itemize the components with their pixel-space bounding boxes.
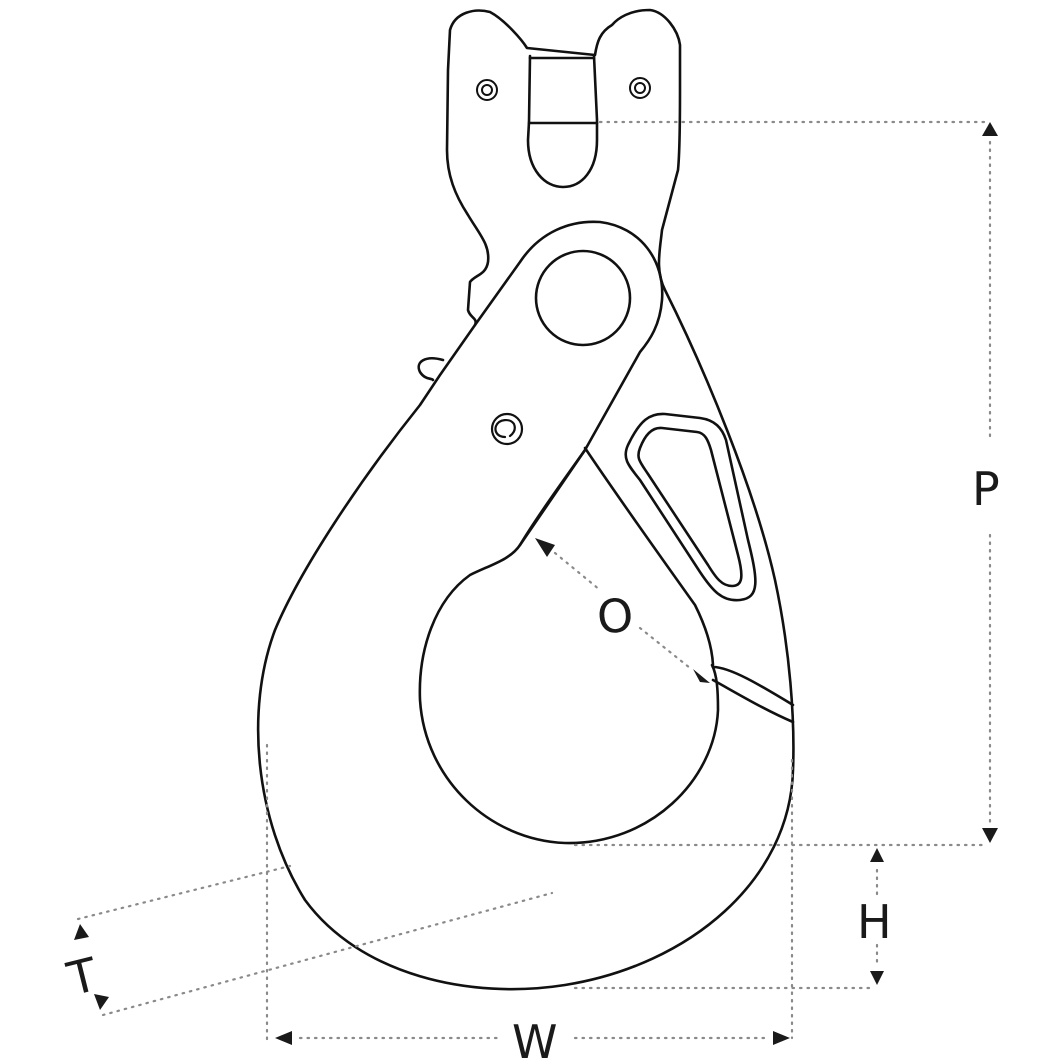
dimension-t: T [61, 864, 554, 1017]
retaining-pin-right-icon [629, 77, 651, 99]
dimension-label-w: W [512, 1015, 557, 1064]
latch-tip-keeper [711, 665, 795, 724]
arrow-left-icon [275, 1031, 292, 1045]
arrow-down-icon [94, 994, 109, 1010]
hook-bowl-inner [418, 448, 720, 845]
retaining-pin-left-icon [476, 79, 498, 101]
arrow-up-icon [74, 924, 89, 940]
dimension-label-h: H [857, 895, 892, 949]
latch-pivot-pin [534, 249, 632, 347]
latch-outline [473, 220, 664, 547]
dimension-p: P [573, 120, 1000, 847]
arrow-upleft-icon [535, 538, 555, 557]
dimension-label-o: O [595, 588, 636, 645]
arrow-up-icon [870, 848, 884, 862]
dimension-w: W [265, 743, 794, 1064]
arrow-up-icon [982, 122, 998, 136]
dimension-h: H [573, 848, 892, 990]
clevis-slot [526, 54, 599, 189]
dimension-label-p: P [972, 462, 1000, 516]
latch-trigger-tab[interactable] [417, 357, 445, 382]
arrow-downright-icon [693, 669, 710, 683]
throat-edge [583, 446, 715, 667]
arrow-down-icon [870, 971, 884, 985]
arrow-right-icon [773, 1031, 790, 1045]
safety-latch[interactable] [417, 220, 664, 547]
hook-body [256, 8, 795, 991]
dimension-o: O [535, 538, 710, 683]
latch-rivet-icon [490, 412, 524, 446]
arrow-down-icon [982, 828, 998, 843]
hook-outer-outline [256, 8, 795, 991]
lightening-hole [624, 412, 757, 602]
